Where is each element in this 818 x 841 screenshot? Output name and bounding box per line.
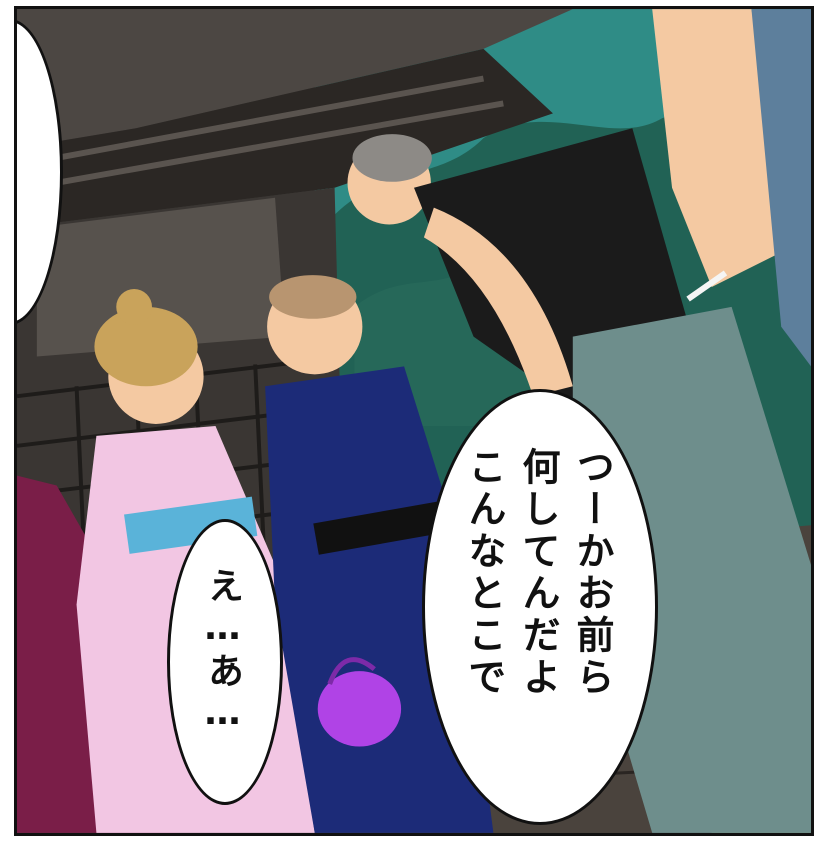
boy-obi [313,497,466,555]
smoker-arm [652,9,792,288]
speech-line-3: こんなとこで [462,447,506,699]
temple-roof [17,9,573,149]
purple-bag [317,671,402,747]
speech-line-2: 何してんだよ [516,447,560,699]
man-buzzcut [352,134,432,182]
smoker-sleeve [751,9,811,367]
speech-bubble-small: え…あ… [167,519,283,805]
speech-line-1: つーかお前ら [570,447,614,699]
purple-bag-handle [327,657,376,685]
panel-illustration [17,9,811,833]
girl-hair-bun [116,288,152,325]
speech-bubble-main: つーかお前ら 何してんだよ こんなとこで [422,389,658,825]
cigarette [686,270,728,302]
boy-buzzcut [269,275,357,319]
man-arm [423,207,573,397]
speech-text-small: え…あ… [202,567,243,737]
speech-text-main: つーかお前ら 何してんだよ こんなとこで [457,447,619,777]
manga-panel: つーかお前ら 何してんだよ こんなとこで え…あ… [14,6,814,836]
girl-hair [94,306,198,387]
temple-wall-upper [36,197,285,357]
eave-rafters [56,75,504,186]
